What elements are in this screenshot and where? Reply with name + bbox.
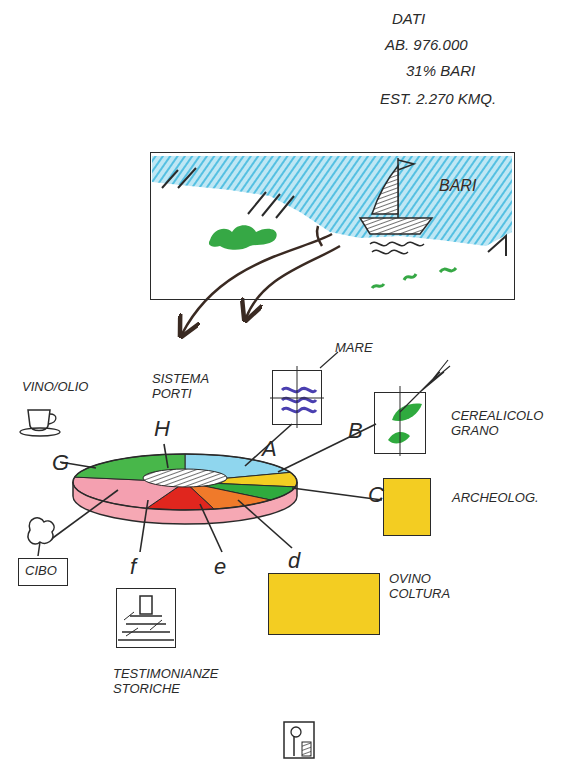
node-label: BARI [439,177,509,195]
note-text: AB. 976.000 [385,36,535,53]
sea-box: MARE [272,370,322,425]
small-sign-icon [284,722,314,758]
node-label: OVINO COLTURA [389,572,461,602]
leader-lines [50,424,382,552]
map-box: BARI [150,152,515,300]
pie-sectors [73,454,297,510]
cup-icon [20,410,60,436]
note-text: DATI [392,10,472,27]
node-label: MARE [335,341,405,356]
note-text: EST. 2.270 KMQ. [380,90,550,107]
food-box: CIBO [18,558,68,586]
callout-letter: G [52,450,82,475]
pie-center [143,469,227,487]
callout-letter: d [288,548,318,573]
node-label: CEREALICOLO GRANO [451,409,551,439]
callout-letter: H [154,416,184,441]
node-label: TESTIMONIANZE STORICHE [113,667,233,697]
node-label: ARCHEOLOG. [452,491,552,506]
sea-area [152,156,512,246]
wheat-icon [388,360,450,456]
callout-letter: A [262,436,292,461]
sea-icon [270,352,338,428]
flow-arrows [182,226,340,334]
cereal-box: CEREALICOLO GRANO [374,392,426,454]
food-figure [28,518,54,556]
monument-icon [118,596,174,640]
note-text: 31% BARI [406,62,526,79]
callout-letter: B [348,418,378,443]
archeology-box: ARCHEOLOG. [383,478,431,536]
history-box: TESTIMONIANZE STORICHE [116,588,176,648]
green-land [209,225,277,250]
ship-sketch [360,158,432,254]
green-squiggles [372,268,456,288]
callout-letter: f [130,554,160,579]
sheep-box: OVINO COLTURA [268,573,380,635]
note-text: SISTEMA PORTI [152,372,224,402]
callout-letter: C [368,482,398,507]
node-label: CIBO [25,564,65,579]
note-text: VINO/OLIO [22,380,112,395]
callout-letter: e [214,554,244,579]
